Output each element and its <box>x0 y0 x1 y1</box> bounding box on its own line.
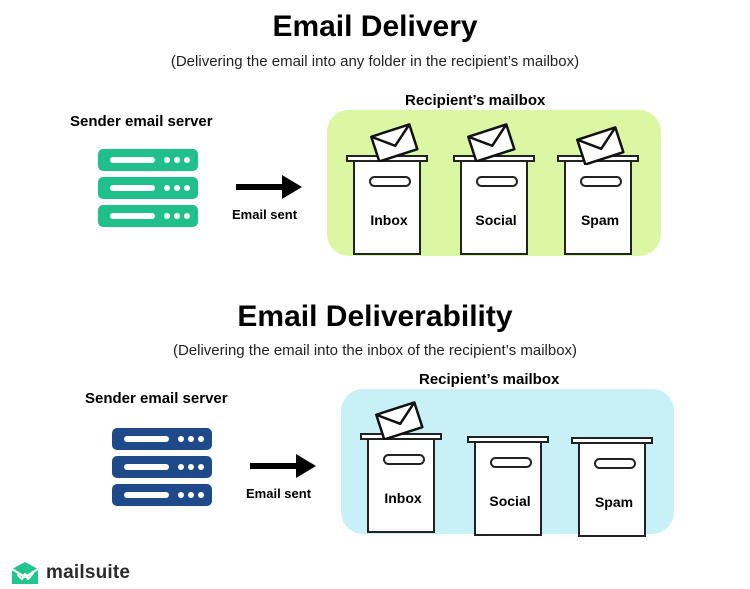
delivery-arrow-label: Email sent <box>232 207 298 222</box>
server-unit <box>98 205 198 227</box>
brand-name: mailsuite <box>46 562 131 583</box>
deliverability-folder-spam: Spam <box>571 437 653 537</box>
folder-label: Spam <box>580 212 620 228</box>
server-unit <box>112 484 212 506</box>
delivery-server-icon <box>98 149 198 233</box>
folder-label: Social <box>489 493 531 509</box>
deliverability-arrow-label: Email sent <box>246 486 312 501</box>
delivery-folder-spam: Spam <box>557 155 639 255</box>
delivery-title: Email Delivery <box>272 10 478 43</box>
deliverability-folder-social: Social <box>467 436 549 536</box>
brand-logo: mailsuite <box>10 560 130 586</box>
delivery-folder-social: Social <box>453 155 535 255</box>
server-unit <box>112 456 212 478</box>
server-unit <box>98 177 198 199</box>
deliverability-subtitle: (Delivering the email into the inbox of … <box>172 342 578 359</box>
server-unit <box>98 149 198 171</box>
delivery-sender-label: Sender email server <box>70 113 213 130</box>
delivery-folder-inbox: Inbox <box>346 155 428 255</box>
deliverability-server-icon <box>112 428 212 512</box>
delivery-mailbox-label: Recipient’s mailbox <box>405 92 546 109</box>
folder-label: Spam <box>594 494 634 510</box>
envelope-icon <box>576 126 625 165</box>
deliverability-folder-inbox: Inbox <box>360 433 442 533</box>
deliverability-title: Email Deliverability <box>237 300 513 333</box>
folder-label: Inbox <box>370 212 408 228</box>
deliverability-mailbox-label: Recipient’s mailbox <box>419 371 560 388</box>
delivery-subtitle: (Delivering the email into any folder in… <box>170 53 580 70</box>
folder-label: Inbox <box>384 490 422 506</box>
delivery-arrow-icon <box>236 175 302 199</box>
deliverability-sender-label: Sender email server <box>85 390 228 407</box>
server-unit <box>112 428 212 450</box>
folder-label: Social <box>475 212 517 228</box>
envelope-icon <box>467 123 516 162</box>
mailsuite-logo-icon <box>11 562 39 584</box>
deliverability-arrow-icon <box>250 454 316 478</box>
envelope-icon <box>370 123 419 162</box>
envelope-icon <box>375 401 424 440</box>
